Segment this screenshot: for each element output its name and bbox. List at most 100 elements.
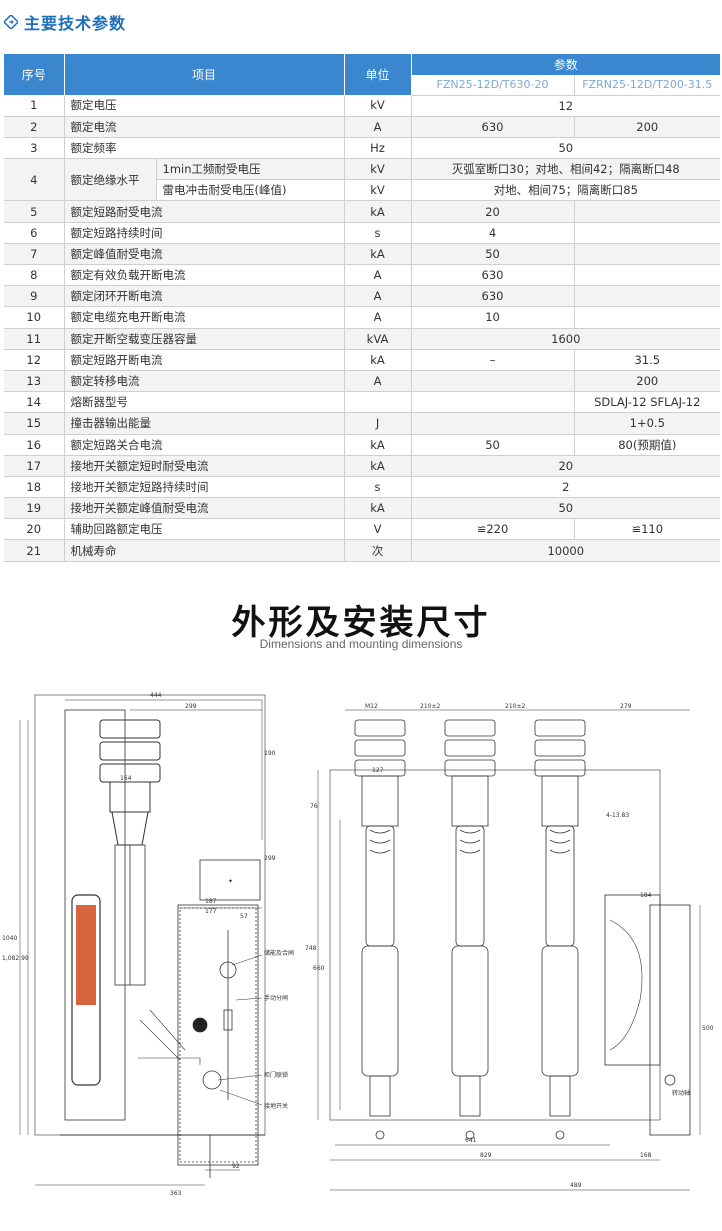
dim-641: 641 — [465, 1137, 477, 1144]
cell-value-b — [574, 285, 721, 308]
dim-279: 279 — [620, 703, 632, 710]
cell-value-a: 50 — [411, 434, 575, 456]
cell-unit: J — [344, 412, 412, 435]
cell-value-b: SDLAJ-12 SFLAJ-12 — [574, 391, 721, 414]
cell-value-b — [574, 306, 721, 329]
cell-value-b: 200 — [574, 370, 721, 393]
dim-444: 444 — [150, 692, 162, 699]
cell-item: 额定电压 — [64, 95, 345, 117]
cell-value-a — [411, 370, 575, 393]
cell-unit: kA — [344, 200, 412, 223]
cell-unit: kV — [344, 158, 412, 181]
cell-subitem: 1min工频耐受电压 — [156, 158, 345, 181]
cell-unit: 次 — [344, 539, 412, 562]
cell-value-a — [411, 412, 575, 435]
cell-item: 额定电缆充电开断电流 — [64, 306, 345, 329]
section-header: 主要技术参数 — [4, 10, 126, 34]
cell-value: 50 — [411, 137, 721, 160]
section-title: 主要技术参数 — [24, 14, 127, 33]
cell-value-b — [574, 222, 721, 244]
dim-76: 76 — [310, 803, 318, 810]
cell-no: 8 — [4, 264, 65, 287]
cell-no: 6 — [4, 222, 65, 244]
cell-value: 12 — [411, 95, 721, 117]
cell-unit: A — [344, 264, 412, 287]
cell-no: 16 — [4, 434, 65, 456]
cell-value: 灭弧室断口30；对地、相间42；隔离断口48 — [411, 158, 721, 181]
cell-value-a — [411, 391, 575, 414]
cell-value-a: 630 — [411, 264, 575, 287]
cell-unit: s — [344, 476, 412, 499]
cell-value-a: – — [411, 349, 575, 371]
cell-item: 熔断器型号 — [64, 391, 345, 414]
dim-168: 168 — [640, 1152, 652, 1159]
dim-m12: M12 — [365, 703, 378, 710]
cell-no: 12 — [4, 349, 65, 371]
pole-3 — [534, 719, 586, 1140]
callout-shaft: 转动轴 — [672, 1089, 690, 1097]
cell-no: 13 — [4, 370, 65, 393]
cell-item: 额定短路关合电流 — [64, 434, 345, 456]
cell-unit: kV — [344, 95, 412, 117]
cell-item: 额定转移电流 — [64, 370, 345, 393]
callout-manual-open: 手动分闸 — [264, 994, 288, 1002]
header-no: 序号 — [4, 54, 65, 95]
cell-no: 4 — [4, 158, 65, 202]
pole-2 — [444, 719, 496, 1140]
dim-500: 500 — [702, 1025, 714, 1032]
cell-value-b: ≌110 — [574, 518, 721, 541]
cell-value: 50 — [411, 497, 721, 520]
pole-1 — [354, 719, 406, 1140]
dim-187: 187 — [205, 898, 217, 905]
cell-unit: kA — [344, 455, 412, 477]
cell-no: 3 — [4, 137, 65, 160]
cell-subitem: 雷电冲击耐受电压(峰值) — [156, 179, 345, 202]
cell-item: 额定开断空载变压器容量 — [64, 328, 345, 350]
cell-item: 撞击器输出能量 — [64, 412, 345, 435]
dim-660: 660 — [313, 965, 325, 972]
cell-no: 9 — [4, 285, 65, 308]
cell-no: 19 — [4, 497, 65, 520]
dim-1040: 1040 — [2, 935, 17, 942]
cell-item: 机械寿命 — [64, 539, 345, 562]
cell-value-a: 630 — [411, 285, 575, 308]
cell-no: 5 — [4, 200, 65, 223]
cell-item: 辅助回路额定电压 — [64, 518, 345, 541]
cell-item: 额定短路开断电流 — [64, 349, 345, 371]
cell-value-a: 50 — [411, 243, 575, 266]
dim-748: 748 — [305, 945, 317, 952]
cell-value-b — [574, 200, 721, 223]
cell-item: 额定短路耐受电流 — [64, 200, 345, 223]
header-model-b: FZRN25-12D/T200-31.5 — [574, 75, 721, 96]
dimension-drawing: ✦ 444 299 190 164 299 187 177 57 1040 1,… — [2, 692, 714, 1197]
cell-unit: kA — [344, 349, 412, 371]
cell-value: 对地、相间75；隔离断口85 — [411, 179, 721, 202]
cell-value-b: 80(预期值) — [574, 434, 721, 456]
cell-value-b: 200 — [574, 116, 721, 138]
dim-127: 127 — [372, 767, 384, 774]
cell-item: 接地开关额定峰值耐受电流 — [64, 497, 345, 520]
cell-no: 14 — [4, 391, 65, 414]
dim-489: 489 — [570, 1182, 582, 1189]
cell-value-a: 630 — [411, 116, 575, 138]
cell-value-a: 20 — [411, 200, 575, 223]
cell-value-a: 4 — [411, 222, 575, 244]
cell-item: 额定频率 — [64, 137, 345, 160]
cell-no: 21 — [4, 539, 65, 562]
cell-no: 2 — [4, 116, 65, 138]
cell-no: 10 — [4, 306, 65, 329]
dimensions-subtitle: Dimensions and mounting dimensions — [259, 637, 463, 651]
cell-item: 接地开关额定短路持续时间 — [64, 476, 345, 499]
header-item: 项目 — [64, 54, 345, 95]
